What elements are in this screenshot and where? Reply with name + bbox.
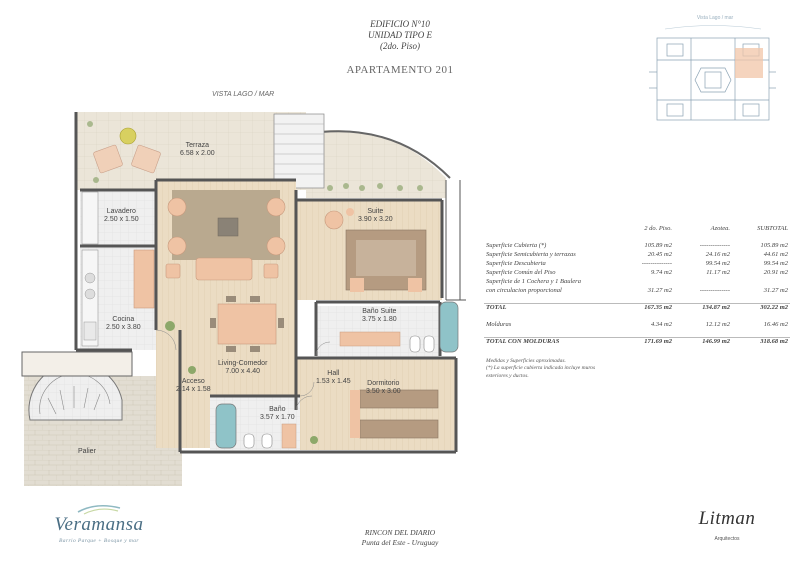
room-kitchen-name: Cocina [112, 316, 135, 323]
table-row: Superficie Descubierta -------------- 99… [484, 259, 790, 268]
room-laundry-size: 2.50 x 1.50 [104, 216, 139, 224]
row-label: TOTAL CON MOLDURAS [486, 338, 560, 346]
apartment-title: APARTAMENTO 201 [346, 64, 454, 76]
cell: -------------- [699, 287, 730, 294]
cell: 302.22 m2 [760, 304, 788, 312]
cell: 4.34 m2 [651, 321, 672, 328]
brand-tagline: Barrio Parque + Bosque y mar [59, 538, 139, 544]
cell: 99.54 m2 [705, 260, 730, 267]
room-suite-bath-name: Baño Suite [362, 308, 397, 315]
cell: 11.17 m2 [706, 269, 730, 276]
room-kitchen-size: 2.50 x 3.80 [106, 324, 141, 332]
cell: 9.74 m2 [651, 269, 672, 276]
moldings-row: Molduras 4.34 m2 12.12 m2 16.46 m2 [484, 320, 790, 329]
brand-logo: Veramansa Barrio Parque + Bosque y mar [34, 500, 164, 550]
room-living-size: 7.00 x 4.40 [225, 368, 261, 376]
room-entry-size: 2.14 x 1.58 [176, 386, 211, 394]
room-laundry: Lavadero 2.50 x 1.50 [104, 208, 139, 224]
note-line: (*) La superficie cubierta indicada incl… [486, 365, 596, 372]
cell: -------------- [641, 260, 672, 267]
cell: 134.87 m2 [702, 304, 730, 312]
building-title: EDIFICIO N°10 [370, 19, 430, 29]
room-laundry-name: Lavadero [106, 208, 136, 215]
total-moldings-row: TOTAL CON MOLDURAS 171.69 m2 146.99 m2 3… [484, 337, 790, 346]
room-bath-size: 3.57 x 1.70 [260, 414, 295, 422]
room-terrace: Terraza 6.58 x 2.00 [180, 142, 215, 158]
room-living-name: Living-Comedor [218, 360, 268, 367]
row-label: Superficie de 1 Cochera y 1 Baulera [486, 278, 581, 285]
table-row: Superficie Cubierta (*) 105.89 m2 ------… [484, 241, 790, 250]
table-row: Superficie Semicubierta y terrazas 20.45… [484, 250, 790, 259]
room-kitchen: Cocina 2.50 x 3.80 [106, 316, 141, 332]
row-label: con circulacion proporcional [486, 287, 562, 294]
location-line-2: Punta del Este - Uruguay [361, 538, 439, 547]
architect-logo-text: Litman [698, 508, 756, 529]
room-bath-name: Baño [269, 406, 286, 413]
room-suite: Suite 3.90 x 3.20 [358, 208, 393, 224]
room-bedroom: Dormitorio 3.50 x 3.00 [366, 380, 401, 396]
row-label: Superficie Semicubierta y terrazas [486, 251, 576, 258]
brand-name: Veramansa [54, 514, 144, 535]
room-landing: Palier [78, 448, 96, 455]
room-hall: Hall 1.53 x 1.45 [316, 370, 351, 386]
table-row: Superficie de 1 Cochera y 1 Baulera [484, 277, 790, 286]
cell: 105.89 m2 [644, 242, 672, 249]
room-hall-size: 1.53 x 1.45 [316, 378, 351, 386]
area-notes: Medidas y Superficies aproximadas. (*) L… [486, 358, 595, 380]
room-terrace-size: 6.58 x 2.00 [180, 150, 215, 158]
row-label: Superficie Descubierta [486, 260, 546, 267]
cell: 20.45 m2 [647, 251, 672, 258]
room-terrace-name: Terraza [185, 142, 209, 149]
cell: 146.99 m2 [702, 338, 730, 346]
cell: 16.46 m2 [763, 321, 788, 328]
room-hall-name: Hall [327, 370, 340, 377]
location-line-1: RINCON DEL DIARIO [364, 528, 436, 537]
room-suite-size: 3.90 x 3.20 [358, 216, 393, 224]
room-suite-bath: Baño Suite 3.75 x 1.80 [362, 308, 397, 324]
architect-logo: Litman Arquitectos [682, 508, 772, 548]
table-row: Superficie Común del Piso 9.74 m2 11.17 … [484, 268, 790, 277]
cell: 12.12 m2 [705, 321, 730, 328]
cell: 31.27 m2 [763, 287, 788, 294]
room-bedroom-size: 3.50 x 3.00 [366, 388, 401, 396]
cell: -------------- [699, 242, 730, 249]
cell: 99.54 m2 [763, 260, 788, 267]
note-line: exteriores y ductos. [486, 372, 529, 379]
row-label: TOTAL [486, 304, 507, 312]
room-living: Living-Comedor 7.00 x 4.40 [218, 360, 267, 376]
plan-view-label: VISTA LAGO / MAR [212, 91, 275, 98]
floor-plan: VISTA LAGO / MAR Terraza 6.58 x 2.00 Lav… [21, 91, 466, 486]
room-suite-name: Suite [367, 208, 384, 215]
cell: 171.69 m2 [644, 338, 672, 346]
room-bedroom-name: Dormitorio [367, 380, 400, 387]
cell: 20.91 m2 [763, 269, 788, 276]
cell: 167.35 m2 [644, 304, 672, 312]
total-row: TOTAL 167.35 m2 134.87 m2 302.22 m2 [484, 303, 790, 312]
row-label: Superficie Común del Piso [486, 269, 556, 276]
row-label: Molduras [486, 321, 512, 328]
room-entry-name: Acceso [181, 378, 205, 385]
architect-logo-sub: Arquitectos [714, 536, 740, 542]
room-suite-bath-size: 3.75 x 1.80 [362, 316, 397, 324]
area-table-header: 2 do. Piso. Azotea. SUBTOTAL [484, 224, 790, 233]
floor-label: (2do. Piso) [380, 41, 420, 51]
table-row: con circulacion proporcional 31.27 m2 --… [484, 286, 790, 295]
room-bath: Baño 3.57 x 1.70 [260, 406, 295, 422]
area-table: 2 do. Piso. Azotea. SUBTOTAL Superficie … [484, 224, 790, 346]
col-floor: 2 do. Piso. [644, 225, 672, 232]
cell: 105.89 m2 [760, 242, 788, 249]
room-entry: Acceso 2.14 x 1.58 [176, 378, 211, 394]
cell: 24.16 m2 [705, 251, 730, 258]
col-subtotal: SUBTOTAL [757, 225, 788, 232]
key-plan-view-label: Vista Lago / mar [696, 15, 734, 21]
note-line: Medidas y Superficies aproximadas. [486, 358, 566, 364]
key-plan: Vista Lago / mar [645, 12, 780, 130]
row-label: Superficie Cubierta (*) [486, 242, 547, 249]
cell: 318.68 m2 [760, 338, 788, 346]
unit-type: UNIDAD TIPO E [368, 30, 432, 40]
col-rooftop: Azotea. [710, 225, 730, 232]
cell: 31.27 m2 [647, 287, 672, 294]
wave-icon [77, 504, 121, 513]
cell: 44.61 m2 [763, 251, 788, 258]
